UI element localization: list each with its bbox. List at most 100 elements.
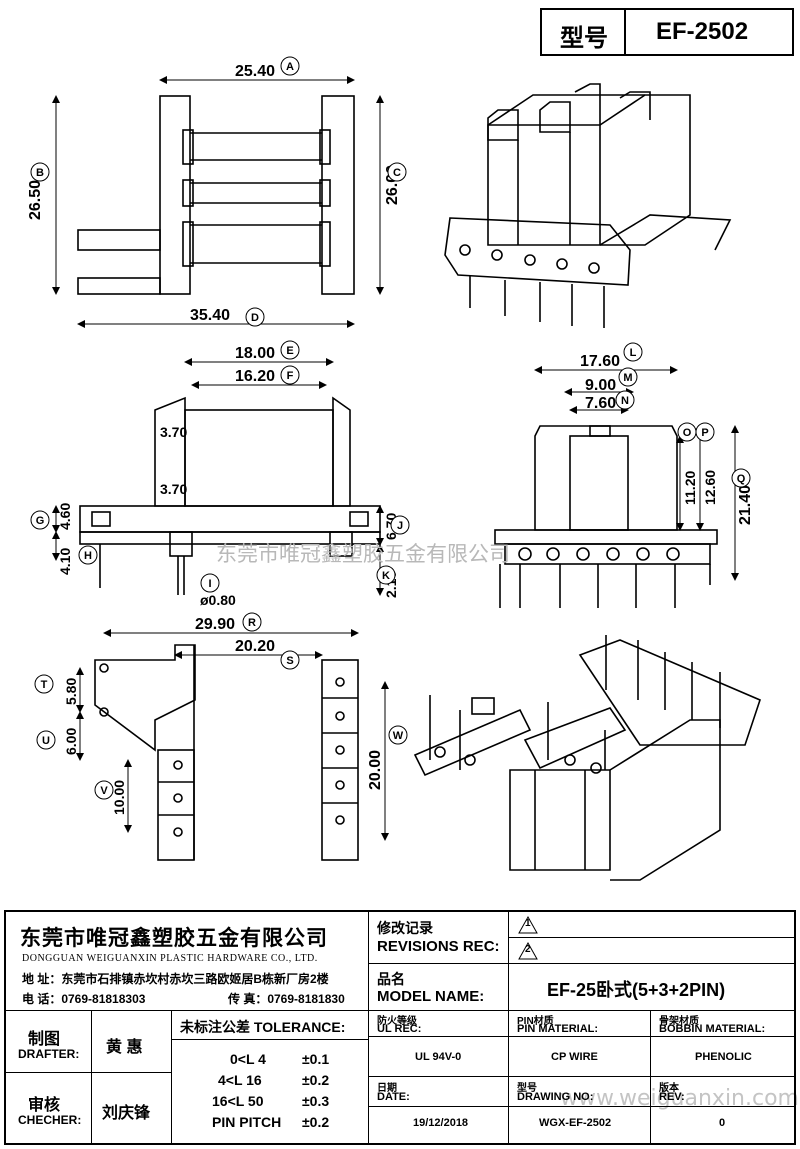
svg-text:K: K bbox=[382, 570, 390, 582]
dim-Q: 21.40 bbox=[737, 485, 754, 525]
marker-G: G bbox=[30, 510, 50, 530]
header-model-label: 型号 bbox=[560, 25, 608, 52]
svg-text:Q: Q bbox=[737, 473, 746, 485]
marker-N: N bbox=[615, 390, 635, 410]
bobbin-value-cell: PHENOLIC bbox=[651, 1037, 794, 1077]
header-model-value: EF-2502 bbox=[656, 18, 749, 45]
dim-G: 4.60 bbox=[57, 503, 73, 530]
ul-label-cell: 防火等级 UL REC: bbox=[369, 1011, 509, 1037]
tolerance-cell: 未标注公差 TOLERANCE: 0<L 4 ±0.1 4<L 16 ±0.2 … bbox=[172, 1011, 369, 1143]
dim-upper-gap: 3.70 bbox=[160, 424, 187, 440]
dim-V: 10.00 bbox=[111, 780, 127, 815]
pin-label-en: PIN MATERIAL: bbox=[517, 1023, 599, 1035]
revision-2-cell: 2 bbox=[509, 938, 794, 964]
drawing-label-en: DRAWING NO: bbox=[517, 1091, 594, 1103]
dim-M: 9.00 bbox=[585, 377, 616, 394]
tolerance-value-4: ±0.2 bbox=[302, 1114, 330, 1130]
company-watermark: 东莞市唯冠鑫塑胶五金有限公司 bbox=[216, 542, 510, 566]
tolerance-range-1: 0<L 4 bbox=[230, 1051, 266, 1067]
svg-text:O: O bbox=[683, 427, 692, 439]
marker-C: C bbox=[387, 162, 407, 182]
marker-P: P bbox=[695, 422, 715, 442]
dimension-markers: A B C D E F G H I J K L M N O P Q R S T … bbox=[30, 56, 751, 800]
ul-label-cn: 防火等级 bbox=[377, 1016, 417, 1027]
side-view bbox=[494, 425, 718, 608]
svg-text:F: F bbox=[287, 370, 294, 382]
model-name-label-en: MODEL NAME: bbox=[377, 988, 485, 1005]
dim-T: 5.80 bbox=[63, 678, 79, 705]
rev-label-cell: 版本 REV: bbox=[651, 1077, 794, 1107]
drawing-label-cell: 型号 DRAWING NO: bbox=[509, 1077, 651, 1107]
checker-label-en: CHECHER: bbox=[18, 1113, 82, 1127]
ul-value-cell: UL 94V-0 bbox=[369, 1037, 509, 1077]
checker-label-cell: 审核 CHECHER: bbox=[6, 1073, 92, 1143]
marker-U: U bbox=[36, 730, 56, 750]
date-label-cell: 日期 DATE: bbox=[369, 1077, 509, 1107]
marker-D: D bbox=[245, 307, 265, 327]
marker-Q: Q bbox=[731, 468, 751, 488]
marker-S: S bbox=[280, 650, 300, 670]
dim-X: 12.60 bbox=[702, 470, 718, 505]
tolerance-range-3: 16<L 50 bbox=[212, 1093, 264, 1109]
bottom-view bbox=[94, 644, 359, 861]
tolerance-range-2: 4<L 16 bbox=[218, 1072, 262, 1088]
dim-lower-gap: 3.70 bbox=[160, 481, 187, 497]
ul-value: UL 94V-0 bbox=[415, 1051, 462, 1063]
company-name-en: DONGGUAN WEIGUANXIN PLASTIC HARDWARE CO.… bbox=[22, 953, 318, 964]
dim-P: 11.20 bbox=[682, 471, 698, 505]
date-value: 19/12/2018 bbox=[413, 1117, 469, 1129]
model-name-value-cell: EF-25卧式(5+3+2PIN) bbox=[509, 964, 794, 1011]
svg-text:L: L bbox=[630, 347, 637, 359]
company-cell: 东莞市唯冠鑫塑胶五金有限公司 DONGGUAN WEIGUANXIN PLAST… bbox=[6, 912, 369, 1011]
svg-text:A: A bbox=[286, 61, 294, 73]
date-value-cell: 19/12/2018 bbox=[369, 1107, 509, 1143]
pin-value-cell: CP WIRE bbox=[509, 1037, 651, 1077]
svg-text:M: M bbox=[623, 372, 632, 384]
svg-text:G: G bbox=[36, 515, 45, 527]
marker-R: R bbox=[242, 612, 262, 632]
svg-text:J: J bbox=[397, 520, 403, 532]
isometric-view-bottom bbox=[413, 635, 761, 881]
bobbin-label-cell: 骨架材质 BOBBIN MATERIAL: bbox=[651, 1011, 794, 1037]
marker-I: I bbox=[200, 573, 220, 593]
svg-text:N: N bbox=[621, 395, 629, 407]
tolerance-range-4: PIN PITCH bbox=[212, 1114, 282, 1130]
marker-E: E bbox=[280, 340, 300, 360]
company-phone: 电 话：0769-81818303 bbox=[22, 992, 146, 1006]
model-name-label-cn: 品名 bbox=[377, 971, 405, 987]
bobbin-value: PHENOLIC bbox=[695, 1051, 752, 1063]
svg-text:S: S bbox=[286, 655, 293, 667]
dimension-labels: 25.40 26.50 26.00 35.40 18.00 16.20 3.70… bbox=[27, 63, 754, 815]
dim-F: 16.20 bbox=[235, 368, 275, 385]
title-block: 东莞市唯冠鑫塑胶五金有限公司 DONGGUAN WEIGUANXIN PLAST… bbox=[4, 910, 796, 1145]
pin-label-cell: PIN材质 PIN MATERIAL: bbox=[509, 1011, 651, 1037]
svg-text:E: E bbox=[286, 345, 293, 357]
revision-1-number: 1 bbox=[525, 918, 531, 929]
company-name-cn: 东莞市唯冠鑫塑胶五金有限公司 bbox=[20, 927, 328, 950]
top-view bbox=[77, 95, 355, 295]
dim-D: 35.40 bbox=[190, 307, 230, 324]
dim-U: 6.00 bbox=[63, 728, 79, 755]
drawing-value-cell: WGX-EF-2502 bbox=[509, 1107, 651, 1143]
svg-text:U: U bbox=[42, 735, 50, 747]
bobbin-label-cn: 骨架材质 bbox=[659, 1016, 699, 1027]
model-name-value: EF-25卧式(5+3+2PIN) bbox=[547, 980, 726, 1000]
marker-A: A bbox=[280, 56, 300, 76]
checker-name: 刘庆锋 bbox=[102, 1105, 151, 1122]
company-address: 地 址：东莞市石排镇赤坎村赤坎三路欧姬居B栋新厂房2楼 bbox=[22, 972, 329, 986]
revisions-label-en: REVISIONS REC: bbox=[377, 938, 500, 955]
drafter-label-cn: 制图 bbox=[28, 1031, 61, 1048]
dim-E: 18.00 bbox=[235, 345, 275, 362]
marker-W: W bbox=[388, 725, 408, 745]
marker-K: K bbox=[376, 565, 396, 585]
svg-text:P: P bbox=[701, 427, 708, 439]
drawing-label-cn: 型号 bbox=[517, 1083, 537, 1094]
rev-value: 0 bbox=[719, 1117, 726, 1129]
drafter-label-cell: 制图 DRAFTER: bbox=[6, 1011, 92, 1073]
marker-O: O bbox=[677, 422, 697, 442]
svg-text:C: C bbox=[393, 167, 401, 179]
drafter-label-en: DRAFTER: bbox=[18, 1047, 80, 1061]
revision-2-number: 2 bbox=[525, 944, 531, 955]
rev-label-cn: 版本 bbox=[659, 1083, 679, 1094]
